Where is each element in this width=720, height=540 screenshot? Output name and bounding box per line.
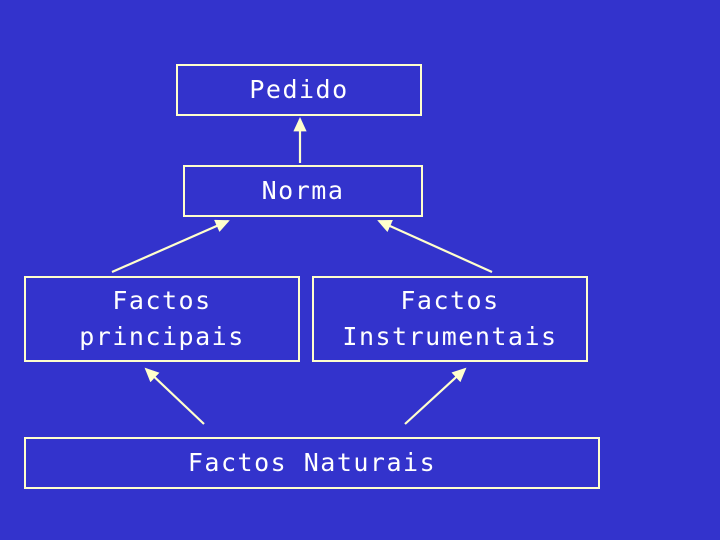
node-factos-principais-line-2: principais bbox=[79, 322, 245, 351]
node-norma-line-1: Norma bbox=[261, 175, 345, 205]
node-factos-principais: Factos principais bbox=[24, 276, 300, 362]
arrow-factos-instrumentais-to-norma bbox=[377, 219, 493, 274]
node-factos-instrumentais-line-2: Instrumentais bbox=[342, 322, 558, 351]
node-factos-naturais: Factos Naturais bbox=[24, 437, 600, 489]
node-pedido: Pedido bbox=[176, 64, 422, 116]
node-norma: Norma bbox=[183, 165, 423, 217]
node-factos-instrumentais: Factos Instrumentais bbox=[312, 276, 588, 362]
arrow-factos-naturais-to-principais bbox=[144, 367, 205, 425]
node-pedido-line-1: Pedido bbox=[249, 74, 349, 104]
arrow-factos-naturais-to-instrumentais bbox=[404, 367, 467, 425]
node-factos-instrumentais-line-1: Factos bbox=[400, 285, 500, 315]
node-factos-naturais-line-1: Factos Naturais bbox=[187, 447, 437, 477]
arrow-factos-principais-to-norma bbox=[111, 219, 230, 274]
node-factos-principais-line-1: Factos bbox=[112, 285, 212, 315]
